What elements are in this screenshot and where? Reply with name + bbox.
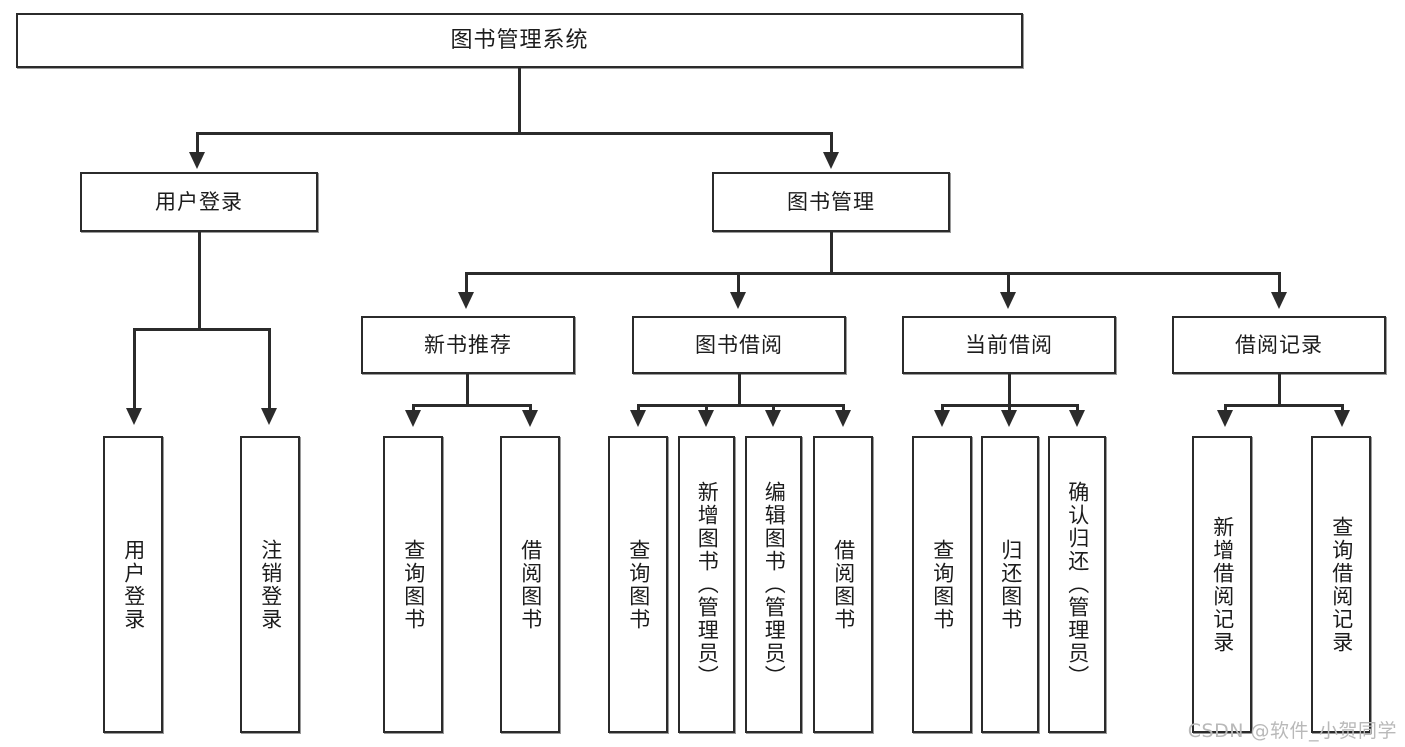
leaf-query-record[interactable]: 查询借阅记录 [1311, 436, 1371, 733]
edge-bb-bus [637, 404, 845, 407]
leaf-query-book-2[interactable]: 查询图书 [608, 436, 668, 733]
node-label: 借阅图书 [831, 538, 856, 631]
edge-br-drop-1 [1224, 404, 1227, 414]
node-book-borrow[interactable]: 图书借阅 [632, 316, 846, 374]
edge-root-to-book-manage [830, 132, 833, 157]
edge-bb-drop-3 [772, 404, 775, 414]
leaf-user-login[interactable]: 用户登录 [103, 436, 163, 733]
edge-nbr-drop-2 [529, 404, 532, 414]
arrow-to-leaf-edit-book [765, 410, 781, 427]
edge-user-login-drop-1 [133, 328, 136, 412]
leaf-confirm-return[interactable]: 确认归还（管理员） [1048, 436, 1106, 733]
edge-bm-drop-2 [737, 272, 740, 296]
arrow-to-book-borrow [730, 292, 746, 309]
node-label: 借阅记录 [1235, 332, 1323, 357]
edge-br-bus [1224, 404, 1344, 407]
arrow-to-leaf-borrow-book-2 [835, 410, 851, 427]
arrow-to-book-manage [823, 152, 839, 169]
edge-bb-drop-2 [705, 404, 708, 414]
arrow-to-new-book-rec [458, 292, 474, 309]
leaf-query-book-3[interactable]: 查询图书 [912, 436, 972, 733]
node-label: 当前借阅 [965, 332, 1053, 357]
edge-root-bus [196, 132, 833, 135]
edge-cb-drop-1 [941, 404, 944, 414]
node-label: 图书管理 [787, 189, 875, 214]
node-label: 查询图书 [930, 538, 955, 631]
arrow-to-leaf-user-login [126, 408, 142, 425]
edge-user-login-stem [198, 232, 201, 330]
leaf-edit-book[interactable]: 编辑图书（管理员） [745, 436, 802, 733]
arrow-to-leaf-query-book-1 [405, 410, 421, 427]
node-label: 注销登录 [258, 538, 283, 631]
arrow-to-leaf-query-book-3 [934, 410, 950, 427]
node-new-book-rec[interactable]: 新书推荐 [361, 316, 575, 374]
arrow-to-leaf-query-record [1334, 410, 1350, 427]
edge-book-manage-bus [465, 272, 1281, 275]
edge-bm-drop-1 [465, 272, 468, 296]
leaf-add-record[interactable]: 新增借阅记录 [1192, 436, 1252, 733]
edge-cb-drop-2 [1008, 404, 1011, 414]
edge-book-manage-stem [830, 232, 833, 274]
edge-cb-drop-3 [1076, 404, 1079, 414]
node-book-manage[interactable]: 图书管理 [712, 172, 950, 232]
edge-br-drop-2 [1341, 404, 1344, 414]
edge-nbr-stem [466, 374, 469, 406]
node-root-system[interactable]: 图书管理系统 [16, 13, 1023, 68]
leaf-borrow-book-1[interactable]: 借阅图书 [500, 436, 560, 733]
node-user-login[interactable]: 用户登录 [80, 172, 318, 232]
leaf-add-book[interactable]: 新增图书（管理员） [678, 436, 735, 733]
node-label: 借阅图书 [518, 538, 543, 631]
edge-root-to-user-login [196, 132, 199, 157]
edge-br-stem [1278, 374, 1281, 406]
edge-nbr-drop-1 [412, 404, 415, 414]
leaf-borrow-book-2[interactable]: 借阅图书 [813, 436, 873, 733]
arrow-to-leaf-confirm-return [1069, 410, 1085, 427]
leaf-return-book[interactable]: 归还图书 [981, 436, 1039, 733]
node-label: 用户登录 [121, 538, 146, 631]
arrow-to-leaf-add-record [1217, 410, 1233, 427]
edge-bb-drop-1 [637, 404, 640, 414]
edge-bm-drop-4 [1278, 272, 1281, 296]
node-label: 用户登录 [155, 189, 243, 214]
node-label: 查询图书 [401, 538, 426, 631]
edge-bm-drop-3 [1007, 272, 1010, 296]
arrow-to-leaf-return-book [1001, 410, 1017, 427]
node-current-borrow[interactable]: 当前借阅 [902, 316, 1116, 374]
edge-cb-stem [1008, 374, 1011, 406]
node-label: 查询图书 [626, 538, 651, 631]
node-label: 新增借阅记录 [1210, 515, 1235, 654]
arrow-to-leaf-borrow-book-1 [522, 410, 538, 427]
edge-root-stem [518, 68, 521, 134]
node-label: 查询借阅记录 [1329, 515, 1354, 654]
arrow-to-user-login [189, 152, 205, 169]
node-label: 新书推荐 [424, 332, 512, 357]
node-label: 图书管理系统 [450, 27, 589, 53]
arrow-to-leaf-logout-login [261, 408, 277, 425]
arrow-to-current-borrow [1000, 292, 1016, 309]
edge-user-login-bus [133, 328, 271, 331]
edge-bb-drop-4 [842, 404, 845, 414]
arrow-to-borrow-record [1271, 292, 1287, 309]
leaf-query-book-1[interactable]: 查询图书 [383, 436, 443, 733]
node-label: 新增图书（管理员） [695, 481, 720, 688]
node-label: 归还图书 [998, 538, 1023, 631]
node-borrow-record[interactable]: 借阅记录 [1172, 316, 1386, 374]
node-label: 图书借阅 [695, 332, 783, 357]
node-label: 编辑图书（管理员） [762, 481, 787, 688]
node-label: 确认归还（管理员） [1065, 481, 1090, 688]
leaf-logout-login[interactable]: 注销登录 [240, 436, 300, 733]
arrow-to-leaf-query-book-2 [630, 410, 646, 427]
edge-nbr-bus [412, 404, 532, 407]
arrow-to-leaf-add-book [698, 410, 714, 427]
edge-bb-stem [738, 374, 741, 406]
edge-user-login-drop-2 [268, 328, 271, 412]
